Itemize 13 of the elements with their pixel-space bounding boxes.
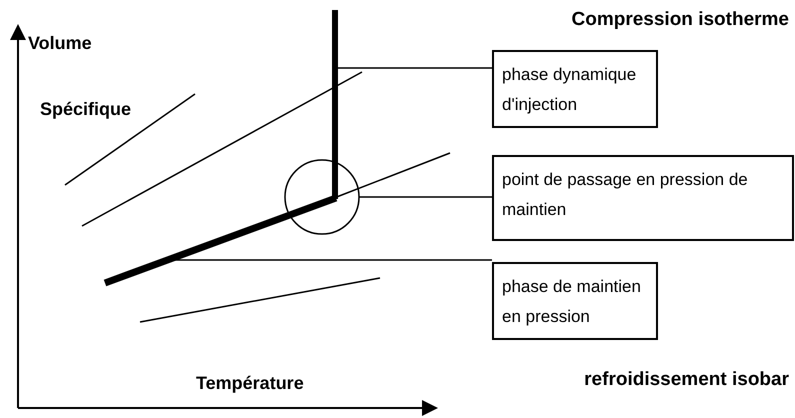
axis-label: Température	[196, 372, 304, 395]
text-box: phase de maintien en pression	[492, 262, 658, 340]
leader-line	[337, 67, 492, 69]
text-box: point de passage en pression de maintien	[492, 155, 794, 241]
holding-line	[104, 194, 338, 286]
axis-label: Volume	[28, 32, 92, 55]
stage-heading: Compression isotherme	[572, 10, 789, 29]
text-box: phase dynamique d'injection	[492, 50, 658, 128]
compression-line	[332, 10, 338, 199]
passage-circle	[284, 159, 360, 235]
leader-line	[359, 196, 492, 198]
axis-label: Spécifique	[40, 98, 132, 121]
stage-heading: refroidissement isobar	[584, 370, 789, 389]
